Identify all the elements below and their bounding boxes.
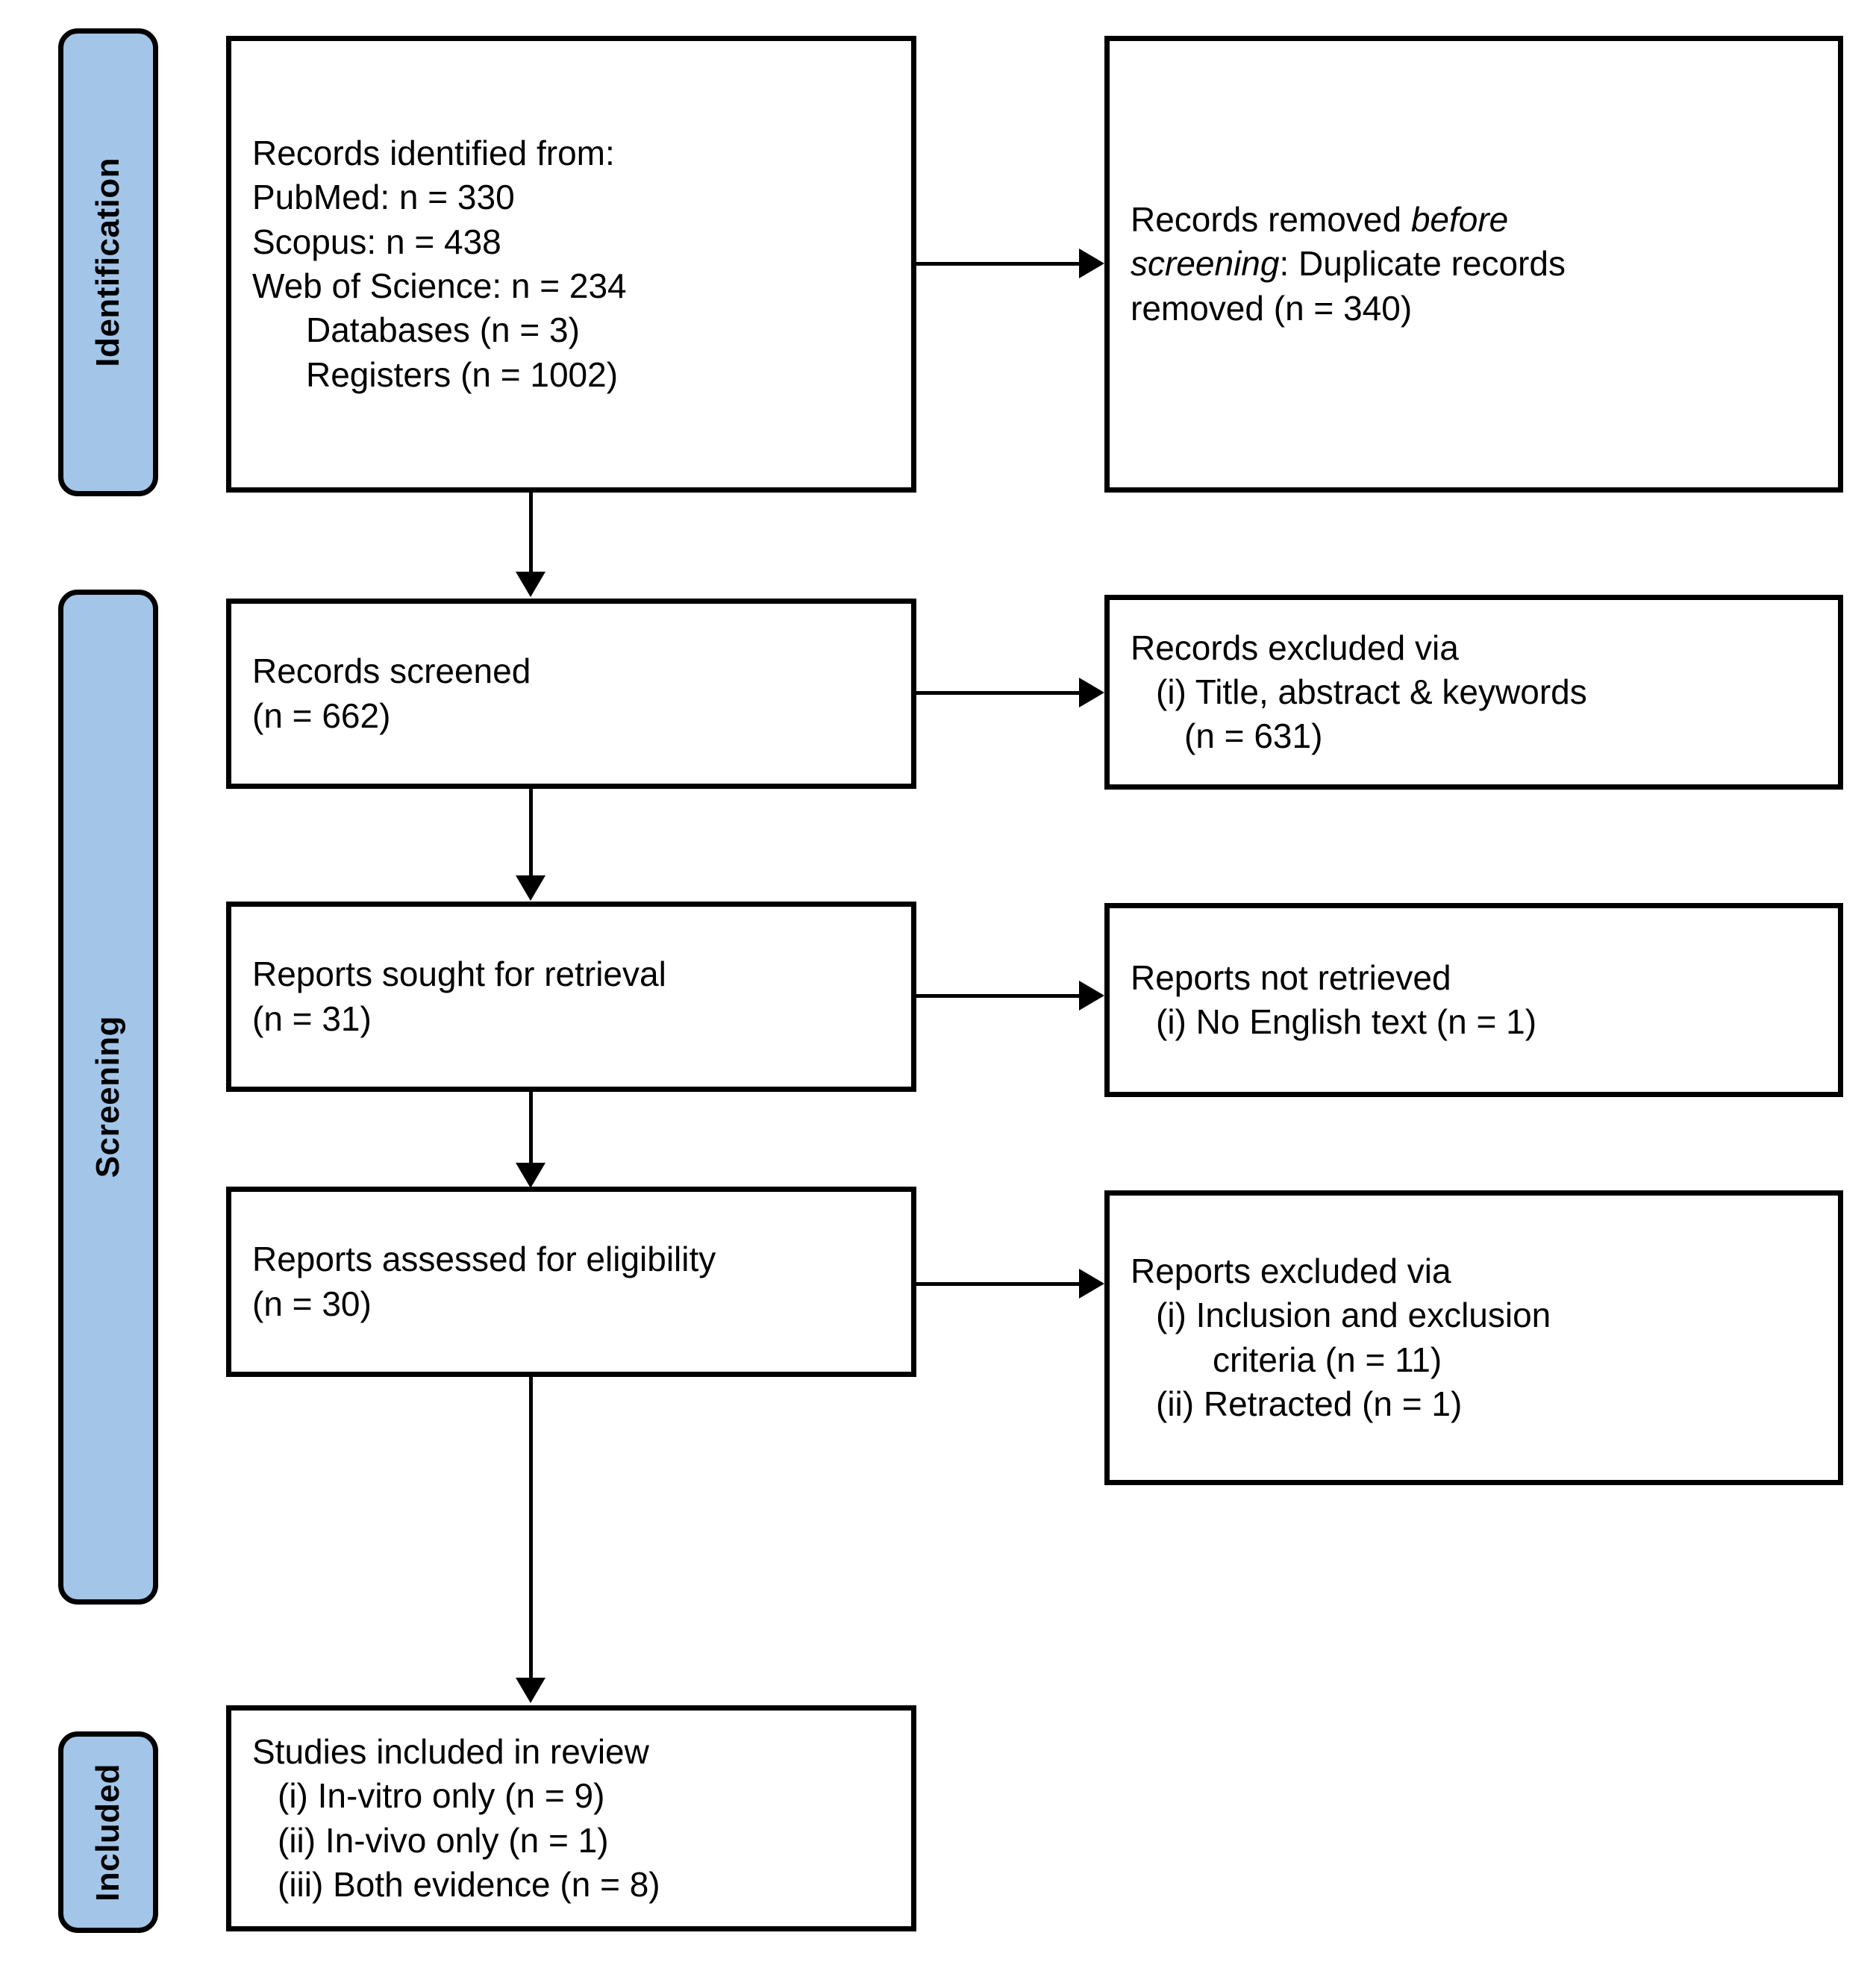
- records-identified-line-2: PubMed: n = 330: [252, 178, 515, 217]
- connector-sought-to-notretrieved: [916, 994, 1081, 998]
- reports-sought-line-1: Reports sought for retrieval: [252, 955, 666, 994]
- phase-band-screening: Screening: [58, 590, 158, 1605]
- records-excluded-line-1: Records excluded via: [1131, 628, 1459, 667]
- arrowhead-sought-to-notretrieved: [1079, 981, 1104, 1010]
- connector-assessed-to-reportsexcluded: [916, 1282, 1081, 1286]
- phase-label-screening: Screening: [90, 1016, 126, 1178]
- phase-band-identification: Identification: [58, 28, 158, 496]
- studies-included-line-4: (iii) Both evidence (n = 8): [278, 1864, 660, 1904]
- studies-included-line-2: (i) In-vitro only (n = 9): [278, 1776, 605, 1816]
- reports-assessed-line-1: Reports assessed for eligibility: [252, 1240, 716, 1279]
- arrowhead-screened-to-excluded: [1079, 678, 1104, 707]
- records-identified-line-5: Databases (n = 3): [306, 310, 580, 350]
- connector-assessed-to-included: [529, 1377, 533, 1679]
- box-reports-not-retrieved: Reports not retrieved (i) No English tex…: [1104, 903, 1843, 1097]
- reports-excluded-line-3: criteria (n = 11): [1213, 1340, 1442, 1379]
- records-removed-line-1: Records removed before: [1131, 198, 1817, 242]
- records-screened-line-2: (n = 662): [252, 696, 391, 735]
- records-identified-line-4: Web of Science: n = 234: [252, 266, 627, 305]
- box-records-excluded: Records excluded via (i) Title, abstract…: [1104, 595, 1843, 790]
- box-reports-assessed: Reports assessed for eligibility (n = 30…: [226, 1187, 916, 1377]
- studies-included-line-3: (ii) In-vivo only (n = 1): [278, 1820, 609, 1860]
- connector-screened-to-sought: [529, 789, 533, 877]
- reports-excluded-line-1: Reports excluded via: [1131, 1251, 1451, 1290]
- connector-identified-to-removed: [916, 262, 1081, 266]
- connector-sought-to-assessed: [529, 1092, 533, 1166]
- records-identified-line-6: Registers (n = 1002): [306, 354, 619, 394]
- box-studies-included: Studies included in review (i) In-vitro …: [226, 1705, 916, 1931]
- arrowhead-assessed-to-included: [516, 1678, 545, 1703]
- records-excluded-line-2: (i) Title, abstract & keywords: [1156, 672, 1587, 711]
- records-removed-text-pre: Records removed: [1131, 200, 1411, 239]
- box-records-removed: Records removed before screening: Duplic…: [1104, 36, 1843, 493]
- arrowhead-sought-to-assessed: [516, 1163, 545, 1188]
- records-removed-line-2: screening: Duplicate records: [1131, 242, 1817, 286]
- reports-assessed-line-2: (n = 30): [252, 1284, 372, 1323]
- reports-excluded-line-4: (ii) Retracted (n = 1): [1156, 1384, 1463, 1423]
- reports-not-retrieved-line-1: Reports not retrieved: [1131, 958, 1451, 997]
- arrowhead-identified-to-removed: [1079, 249, 1104, 278]
- phase-band-included: Included: [58, 1731, 158, 1933]
- records-removed-em-before: before: [1410, 200, 1509, 239]
- records-identified-line-1: Records identified from:: [252, 134, 615, 173]
- phase-label-included: Included: [90, 1763, 126, 1902]
- box-records-identified: Records identified from: PubMed: n = 330…: [226, 36, 916, 493]
- arrowhead-screened-to-sought: [516, 875, 545, 901]
- studies-included-line-1: Studies included in review: [252, 1731, 649, 1771]
- records-removed-line-3: removed (n = 340): [1131, 288, 1413, 328]
- phase-label-identification: Identification: [90, 157, 126, 367]
- records-identified-line-3: Scopus: n = 438: [252, 222, 501, 261]
- box-records-screened: Records screened (n = 662): [226, 599, 916, 789]
- connector-screened-to-excluded: [916, 691, 1081, 695]
- arrowhead-identified-to-screened: [516, 572, 545, 597]
- connector-identified-to-screened: [529, 493, 533, 573]
- box-reports-excluded: Reports excluded via (i) Inclusion and e…: [1104, 1190, 1843, 1485]
- records-screened-line-1: Records screened: [252, 652, 531, 691]
- reports-sought-line-2: (n = 31): [252, 999, 372, 1038]
- records-removed-em-screening: screening: [1131, 244, 1280, 284]
- records-excluded-line-3: (n = 631): [1184, 716, 1323, 756]
- reports-excluded-line-2: (i) Inclusion and exclusion: [1156, 1296, 1551, 1335]
- records-removed-text-post: : Duplicate records: [1279, 244, 1566, 284]
- arrowhead-assessed-to-reportsexcluded: [1079, 1269, 1104, 1299]
- reports-not-retrieved-line-2: (i) No English text (n = 1): [1156, 1002, 1537, 1041]
- box-reports-sought: Reports sought for retrieval (n = 31): [226, 902, 916, 1092]
